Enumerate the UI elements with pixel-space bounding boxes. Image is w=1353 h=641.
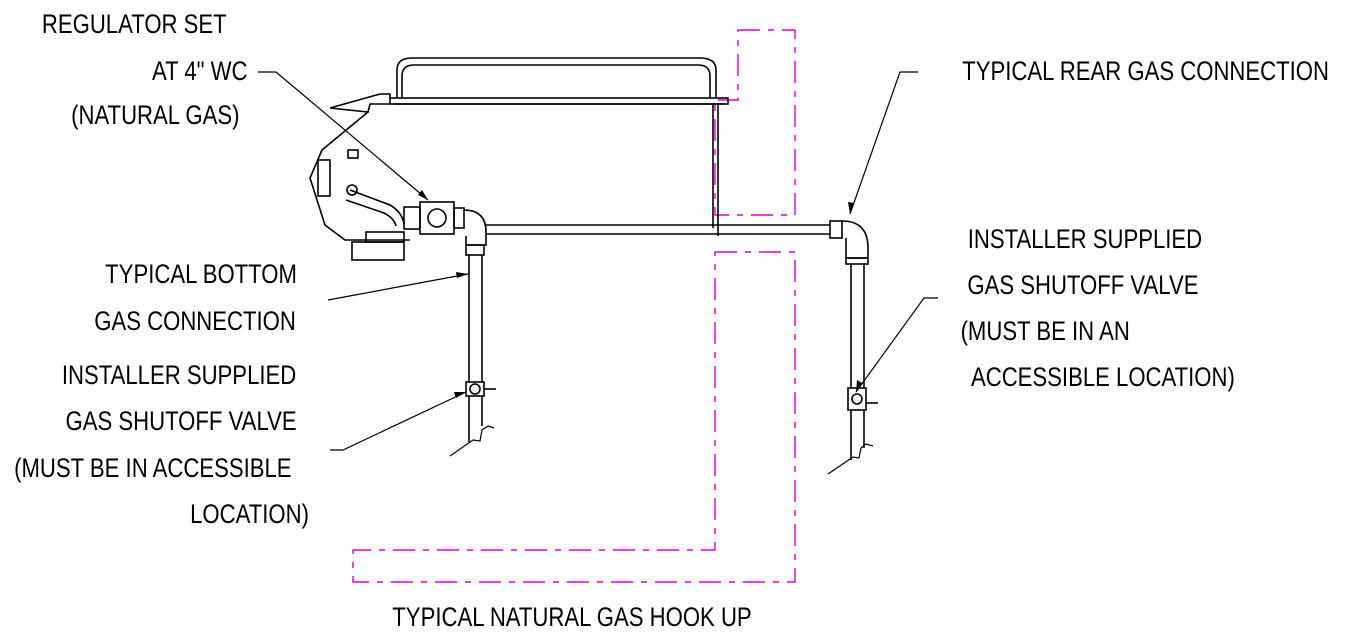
right-valve-label-line-4: ACCESSIBLE LOCATION) bbox=[971, 363, 1235, 393]
regulator-label-line-3: (NATURAL GAS) bbox=[71, 101, 239, 131]
left-valve-arrowhead bbox=[454, 392, 466, 398]
bottom-connection-label-line-1: TYPICAL BOTTOM bbox=[105, 260, 297, 290]
wall-outline-upper bbox=[714, 29, 796, 216]
regulator-and-manifold bbox=[403, 201, 869, 259]
left-valve-label-line-1: INSTALLER SUPPLIED bbox=[62, 361, 296, 391]
leader-lines bbox=[258, 71, 938, 451]
diagram-caption: TYPICAL NATURAL GAS HOOK UP bbox=[392, 603, 751, 633]
right-valve-label-line-1: INSTALLER SUPPLIED bbox=[968, 225, 1202, 255]
regulator-label: REGULATOR SET AT 4" WC (NATURAL GAS) bbox=[42, 10, 248, 131]
bottom-connection-label-line-2: GAS CONNECTION bbox=[94, 307, 296, 337]
left-valve-label-line-2: GAS SHUTOFF VALVE bbox=[66, 407, 297, 437]
wall-outline-lower bbox=[352, 251, 796, 583]
right-valve-leader bbox=[855, 297, 938, 393]
rear-gas-pipe bbox=[827, 257, 878, 475]
rear-connection-arrowhead bbox=[848, 202, 854, 214]
bottom-gas-pipe bbox=[449, 244, 496, 457]
bottom-connection-leader bbox=[327, 273, 469, 301]
bottom-connection-label: TYPICAL BOTTOM GAS CONNECTION bbox=[94, 260, 297, 337]
bottom-connection-arrowhead bbox=[456, 272, 468, 278]
rear-connection-leader bbox=[849, 71, 918, 215]
left-valve-label-line-3: (MUST BE IN ACCESSIBLE bbox=[14, 454, 291, 484]
left-valve-label-line-4: LOCATION) bbox=[190, 500, 309, 530]
regulator-arrowhead bbox=[418, 190, 428, 200]
right-valve-label: INSTALLER SUPPLIED GAS SHUTOFF VALVE (MU… bbox=[961, 225, 1235, 393]
right-valve-label-line-3: (MUST BE IN AN bbox=[961, 317, 1130, 347]
right-valve-arrowhead bbox=[856, 380, 862, 392]
right-valve-label-line-2: GAS SHUTOFF VALVE bbox=[967, 271, 1198, 301]
appliance-body bbox=[309, 57, 729, 261]
left-valve-label: INSTALLER SUPPLIED GAS SHUTOFF VALVE (MU… bbox=[14, 361, 309, 530]
rear-connection-label: TYPICAL REAR GAS CONNECTION bbox=[962, 57, 1329, 87]
regulator-label-line-1: REGULATOR SET bbox=[42, 10, 227, 40]
regulator-label-line-2: AT 4" WC bbox=[152, 57, 248, 87]
left-valve-leader bbox=[330, 391, 467, 451]
regulator-leader bbox=[258, 71, 429, 201]
